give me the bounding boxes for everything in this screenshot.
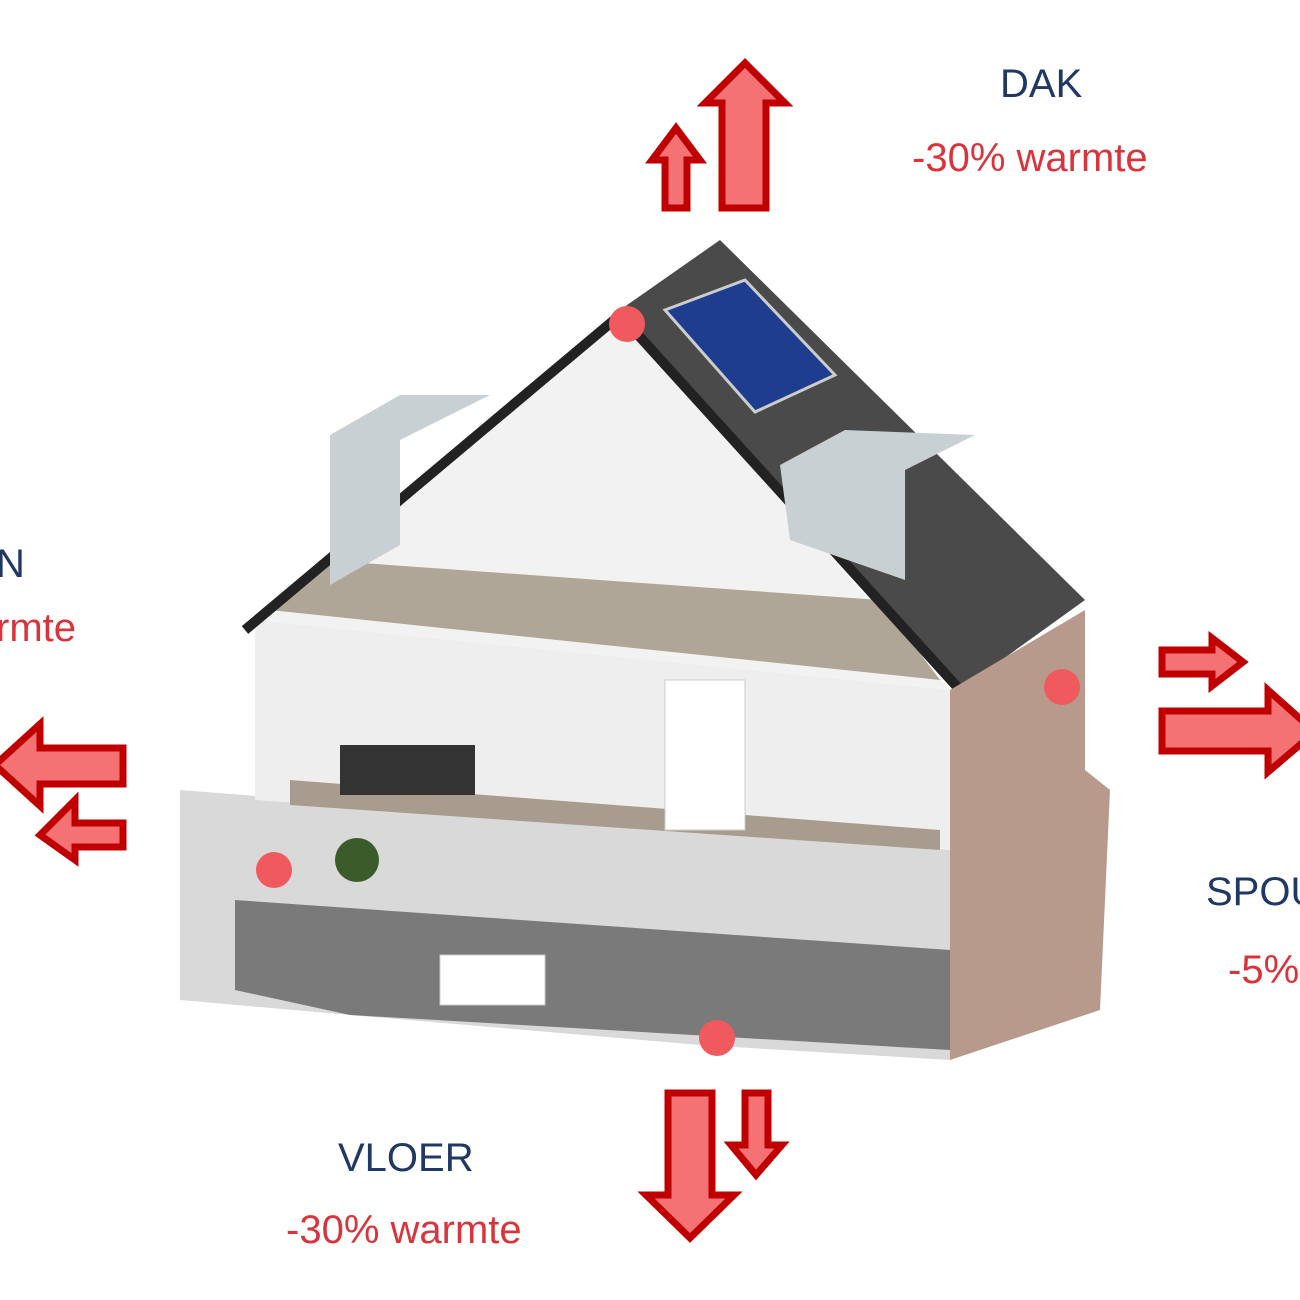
vloer-value: -30% warmte [286,1208,522,1252]
floor-surface [235,900,950,1050]
dormer-left [330,395,490,585]
arrow-right-large-icon [1158,682,1300,780]
brick-wall [950,610,1110,1060]
dak-title: DAK [1000,62,1083,106]
arrow-left-large-icon [0,716,127,814]
spouw-title: SPOU [1206,870,1300,914]
arrow-up-large-icon [696,58,794,212]
heat-loss-markers [256,306,1080,1056]
spouw-value: -5% [1228,948,1300,992]
first-floor-surface [290,780,940,850]
arrow-right-small-icon [1158,630,1249,694]
marker-dot [699,1020,735,1056]
solar-panel [662,278,838,414]
plant [335,838,379,882]
dormer-right [780,430,975,580]
arrow-down-large-icon [637,1089,743,1243]
arrow-down-small-icon [723,1089,790,1181]
left-title: N [0,542,25,586]
left-value: rmte [0,606,76,650]
dak-value: -30% warmte [912,136,1148,180]
sofa [439,954,546,1006]
attic-floor [270,560,940,680]
marker-dot [609,306,645,342]
house-illustration [180,240,1110,1060]
arrow-up-small-icon [645,122,707,212]
marker-dot [256,852,292,888]
arrow-left-small-icon [34,791,127,867]
bed [340,745,475,795]
wardrobe [664,679,746,831]
vloer-title: VLOER [338,1136,474,1180]
marker-dot [1044,669,1080,705]
